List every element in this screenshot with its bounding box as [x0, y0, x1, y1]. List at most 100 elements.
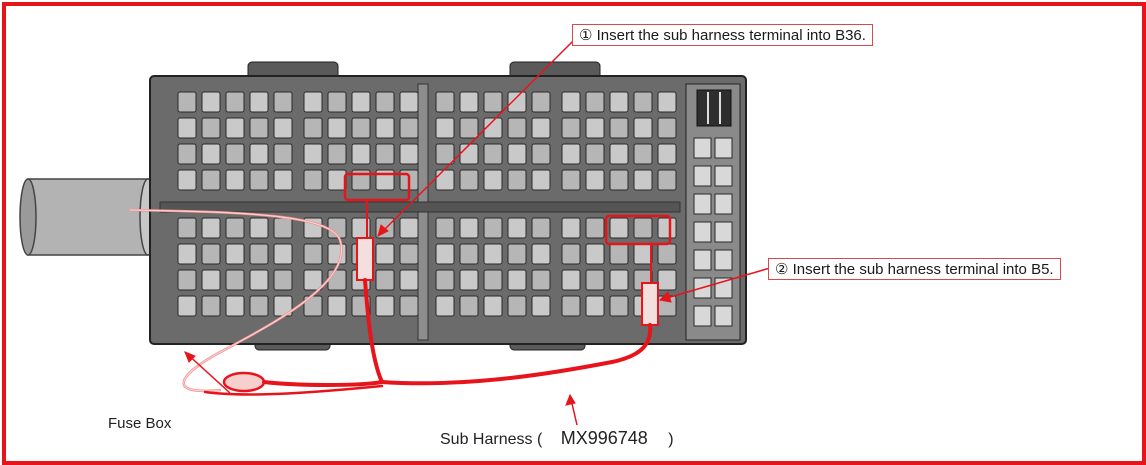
fuse-slot	[459, 295, 479, 317]
leader-lines	[184, 35, 771, 426]
fuse-slot	[327, 243, 347, 265]
fuse-slot	[609, 217, 629, 239]
fuse-slot	[531, 269, 551, 291]
fuse-slot	[633, 91, 653, 113]
fuse-slot	[483, 243, 503, 265]
fuse-slot	[327, 295, 347, 317]
fuse-slot	[459, 269, 479, 291]
fuse-slot	[507, 169, 527, 191]
fuse-slot	[249, 243, 269, 265]
sub-harness-wire	[128, 208, 653, 396]
fuse-slot	[201, 243, 221, 265]
relay-slot	[714, 137, 733, 159]
fuse-slot	[507, 269, 527, 291]
fuse-slot	[483, 143, 503, 165]
fuse-slot	[177, 295, 197, 317]
fuse-slot	[561, 217, 581, 239]
fuse-slot	[531, 217, 551, 239]
fuse-slot	[633, 117, 653, 139]
fuse-slot	[435, 117, 455, 139]
b36-highlight-box	[343, 172, 411, 202]
fuse-slot	[273, 169, 293, 191]
fuse-slot	[657, 91, 677, 113]
fuse-slot	[435, 217, 455, 239]
relay-slot	[714, 249, 733, 271]
fuse-slot	[303, 243, 323, 265]
sub-harness-label: Sub Harness ( MX996748 )	[440, 428, 674, 449]
fuse-slot	[225, 169, 245, 191]
fuse-slot	[375, 117, 395, 139]
fuse-slot	[201, 269, 221, 291]
fuse-slot	[273, 269, 293, 291]
fuse-slot	[177, 91, 197, 113]
fuse-slot	[657, 269, 677, 291]
relay-slot	[714, 193, 733, 215]
fuse-slot	[249, 91, 269, 113]
fuse-slot	[399, 91, 419, 113]
sub-harness-prefix: Sub Harness (	[440, 431, 543, 448]
fuse-slot	[459, 217, 479, 239]
fuse-slot	[351, 143, 371, 165]
fuse-slot	[459, 91, 479, 113]
fuse-slot	[225, 217, 245, 239]
fuse-slot	[273, 243, 293, 265]
fuse-slot-grid	[177, 91, 677, 317]
fuse-slot	[633, 143, 653, 165]
fuse-slot	[483, 169, 503, 191]
b5-highlight-box	[604, 214, 672, 246]
fuse-slot	[327, 91, 347, 113]
fuse-slot	[657, 143, 677, 165]
relay-slot	[693, 193, 712, 215]
fuse-slot	[609, 117, 629, 139]
fuse-slot	[201, 143, 221, 165]
fuse-slot	[249, 217, 269, 239]
fuse-slot	[225, 269, 245, 291]
sub-harness-suffix: )	[668, 431, 674, 448]
fuse-slot	[531, 295, 551, 317]
fuse-slot	[435, 143, 455, 165]
fuse-slot	[531, 169, 551, 191]
fuse-slot	[585, 269, 605, 291]
fuse-slot	[303, 169, 323, 191]
fuse-slot	[435, 269, 455, 291]
fuse-slot	[351, 91, 371, 113]
fuse-slot	[327, 169, 347, 191]
fuse-slot	[483, 91, 503, 113]
fuse-slot	[609, 295, 629, 317]
fuse-slot	[249, 295, 269, 317]
relay-slot	[693, 221, 712, 243]
fuse-slot	[375, 143, 395, 165]
fuse-box-label: Fuse Box	[108, 415, 172, 432]
callout-step-2: ② Insert the sub harness terminal into B…	[768, 258, 1061, 280]
fuse-slot	[177, 269, 197, 291]
relay-slot	[714, 305, 733, 327]
fuse-slot	[657, 169, 677, 191]
fuse-slot	[327, 269, 347, 291]
fuse-slot	[273, 217, 293, 239]
part-number: MX996748	[560, 428, 648, 448]
relay-slot	[714, 221, 733, 243]
fuse-slot	[483, 295, 503, 317]
fuse-slot	[399, 295, 419, 317]
relay-slots	[693, 137, 733, 327]
fuse-slot	[633, 217, 653, 239]
fuse-slot	[225, 243, 245, 265]
fuse-slot	[609, 143, 629, 165]
fuse-slot	[327, 143, 347, 165]
fuse-slot	[201, 91, 221, 113]
fuse-slot	[273, 117, 293, 139]
fuse-slot	[561, 295, 581, 317]
fuse-slot	[399, 269, 419, 291]
fuse-slot	[657, 243, 677, 265]
fuse-slot	[531, 91, 551, 113]
fuse-slot	[585, 143, 605, 165]
fuse-slot	[375, 269, 395, 291]
fuse-slot	[561, 91, 581, 113]
fuse-slot	[585, 295, 605, 317]
fuse-slot	[657, 117, 677, 139]
fuse-slot	[225, 91, 245, 113]
fuse-slot	[561, 269, 581, 291]
callout-step-1: ① Insert the sub harness terminal into B…	[572, 24, 873, 46]
fuse-slot	[399, 143, 419, 165]
